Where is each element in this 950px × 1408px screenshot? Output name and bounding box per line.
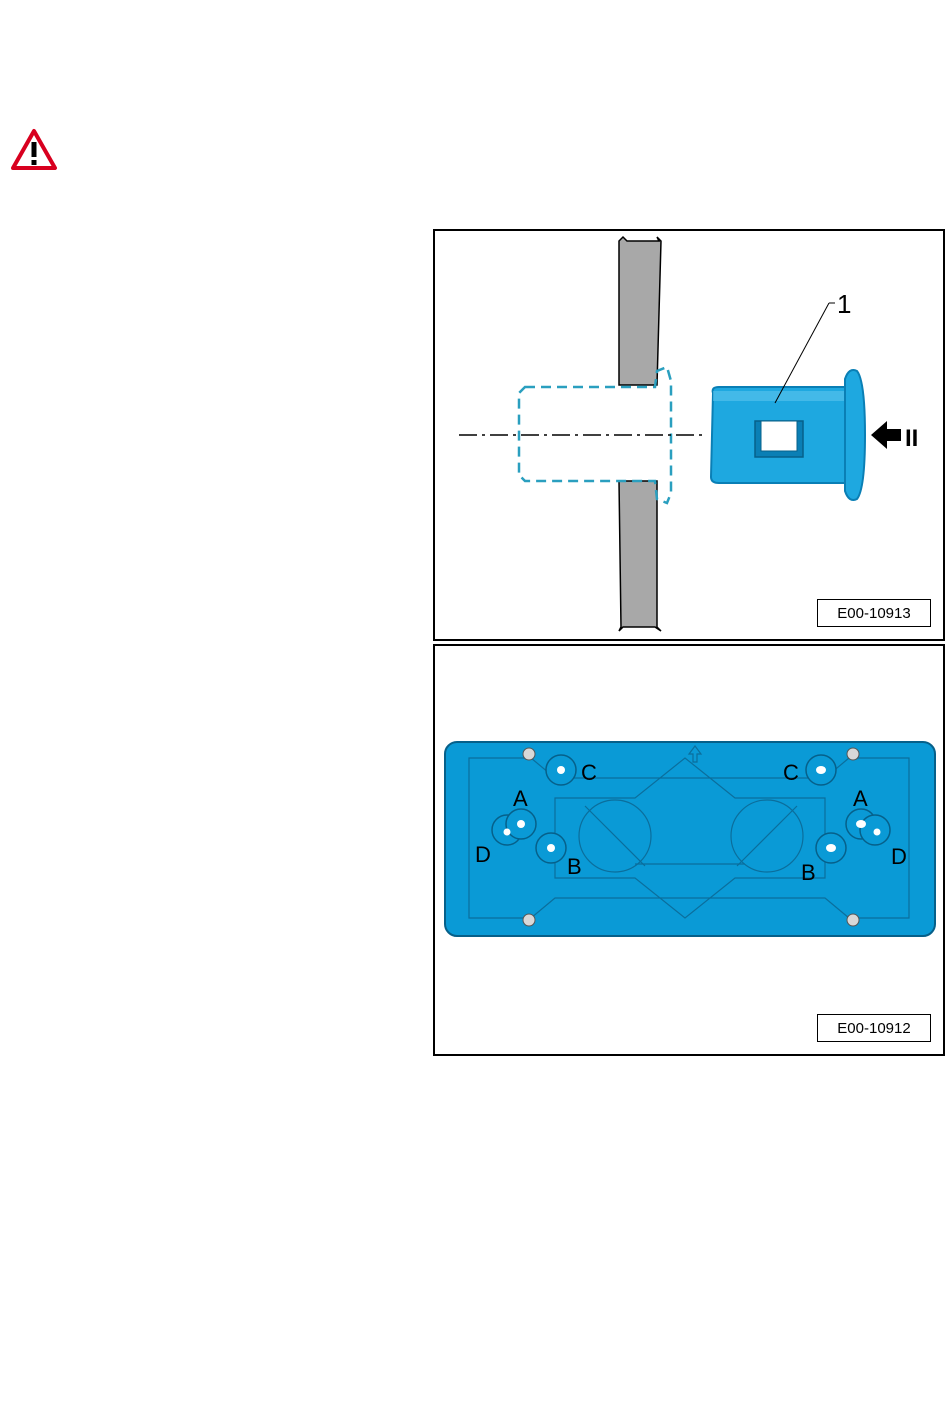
label-b-left: B — [567, 854, 582, 879]
bracket-plate-diagram: C A D B C A D B — [435, 646, 943, 1054]
screw-hole — [523, 914, 535, 926]
bushing-window — [761, 421, 797, 451]
label-a-left: A — [513, 786, 528, 811]
figure-id-label: E00-10912 — [817, 1014, 931, 1042]
figure-id-label: E00-10913 — [817, 599, 931, 627]
screw-hole — [847, 748, 859, 760]
panel-wall-bottom — [619, 481, 661, 631]
callout-1: 1 — [837, 289, 851, 319]
label-c-right: C — [783, 760, 799, 785]
warning-triangle-icon — [10, 128, 58, 172]
bushing-diagram: 1 II — [435, 231, 943, 639]
bushing-highlight — [713, 391, 847, 401]
screw-hole — [523, 748, 535, 760]
label-a-right: A — [853, 786, 868, 811]
panel-wall-top — [619, 237, 661, 385]
figure-bracket-plate: C A D B C A D B E00-10912 — [433, 644, 945, 1056]
label-d-right: D — [891, 844, 907, 869]
arrow-label: II — [905, 425, 918, 452]
label-b-right: B — [801, 860, 816, 885]
figure-bushing-insertion: 1 II E00-10913 — [433, 229, 945, 641]
label-d-left: D — [475, 842, 491, 867]
label-c-left: C — [581, 760, 597, 785]
direction-arrow-icon — [871, 421, 901, 449]
bushing-flange — [845, 370, 865, 500]
screw-hole — [847, 914, 859, 926]
